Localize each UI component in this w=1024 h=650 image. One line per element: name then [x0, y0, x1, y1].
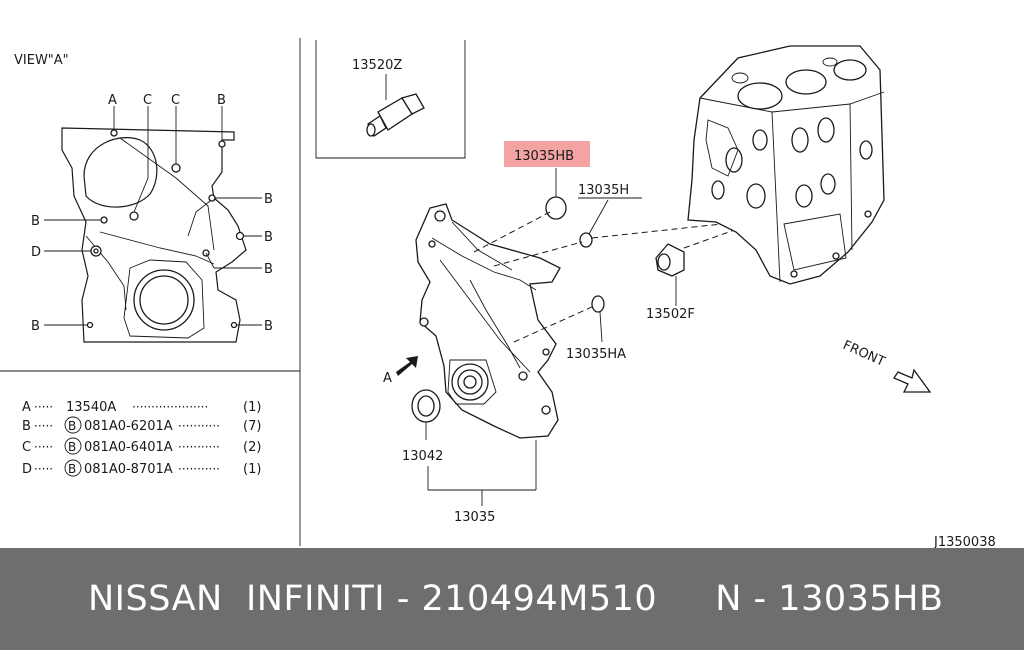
- svg-text:(2): (2): [243, 440, 261, 455]
- view-a-cover-outline: [61, 127, 247, 343]
- svg-text:·····: ·····: [34, 462, 53, 476]
- part-label-13035: 13035: [454, 510, 495, 525]
- engine-block-part: [687, 45, 885, 285]
- legend-row: B ····· B 081A0-6201A ··········· (7): [22, 416, 261, 434]
- bolt-badge-icon: [64, 416, 82, 434]
- highlighted-part-box: [504, 141, 590, 167]
- svg-text:···········: ···········: [178, 462, 220, 476]
- o-ring-13035hb: [545, 168, 567, 220]
- arrow-a-icon: [396, 356, 418, 376]
- view-a-bolt-holes: [86, 129, 245, 329]
- arrow-a-label: A: [383, 371, 392, 386]
- part-label-13520z: 13520Z: [352, 58, 402, 73]
- bolt-badge-icon: [64, 459, 82, 477]
- callout-c-2: C: [171, 93, 180, 108]
- bolt-legend: A ····· 13540A ···················· (1) …: [22, 400, 261, 477]
- svg-text:·····: ·····: [34, 419, 53, 433]
- legend-row: C ····· B 081A0-6401A ··········· (2): [22, 437, 261, 455]
- svg-text:B: B: [22, 419, 31, 434]
- rear-seal-part: 13502F: [646, 243, 695, 322]
- callout-b-right-3: B: [264, 262, 273, 277]
- callout-b-right-2: B: [264, 230, 273, 245]
- assembly-dashed-lines: [473, 211, 741, 343]
- view-a-arrow: A: [383, 356, 418, 386]
- view-a-leaders: [44, 106, 262, 326]
- o-ring-13035h: [579, 199, 609, 248]
- diagram-canvas: VIEW"A": [0, 38, 996, 548]
- part-label-13035ha: 13035HA: [566, 347, 626, 362]
- part-label-13035h: 13035H: [578, 183, 629, 198]
- timing-cover-part: [415, 203, 561, 439]
- front-arrow-icon: [893, 368, 932, 393]
- footer-title: NISSAN INFINITI - 210494M510 N - 13035HB: [88, 579, 944, 619]
- callout-d-left: D: [31, 245, 41, 260]
- svg-text:(1): (1): [243, 462, 261, 477]
- o-ring-13035ha: [591, 295, 605, 343]
- legend-part-d: 081A0-8701A: [84, 462, 173, 477]
- svg-text:D: D: [22, 462, 32, 477]
- part-label-13035hb: 13035HB: [514, 149, 574, 164]
- svg-text:C: C: [22, 440, 31, 455]
- svg-text:·····: ·····: [34, 400, 53, 414]
- legend-part-b: 081A0-6201A: [84, 419, 173, 434]
- svg-text:A: A: [22, 400, 31, 415]
- svg-text:····················: ····················: [132, 400, 208, 414]
- sealant-box: 13520Z: [315, 40, 466, 159]
- svg-text:(7): (7): [243, 419, 261, 434]
- callout-b-right-1: B: [264, 192, 273, 207]
- svg-text:B: B: [68, 440, 76, 454]
- bottom-bracket: 13042 13035: [402, 440, 537, 525]
- callout-b-left-2: B: [31, 319, 40, 334]
- svg-text:·····: ·····: [34, 440, 53, 454]
- view-title: VIEW"A": [14, 53, 69, 68]
- callout-a: A: [108, 93, 117, 108]
- legend-row: A ····· 13540A ···················· (1): [22, 400, 261, 415]
- callout-b-right-4: B: [264, 319, 273, 334]
- bolt-badge-icon: [64, 437, 82, 455]
- part-label-13042: 13042: [402, 449, 443, 464]
- legend-part-c: 081A0-6401A: [84, 440, 173, 455]
- front-label: FRONT: [840, 338, 887, 370]
- svg-text:B: B: [68, 419, 76, 433]
- svg-text:B: B: [68, 462, 76, 476]
- sealant-tube-icon: [366, 93, 425, 137]
- svg-text:(1): (1): [243, 400, 261, 415]
- svg-text:···········: ···········: [178, 440, 220, 454]
- part-number-footer: NISSAN INFINITI - 210494M510 N - 13035HB: [0, 548, 1024, 650]
- callout-b-left-1: B: [31, 214, 40, 229]
- legend-row: D ····· B 081A0-8701A ··········· (1): [22, 459, 261, 477]
- drawing-id: J1350038: [933, 535, 996, 548]
- callout-b-top: B: [217, 93, 226, 108]
- part-label-13502f: 13502F: [646, 307, 695, 322]
- oil-seal-part: [411, 389, 441, 440]
- front-indicator: FRONT: [840, 338, 932, 393]
- legend-part-a: 13540A: [66, 400, 116, 415]
- svg-text:···········: ···········: [178, 419, 220, 433]
- callout-c-1: C: [143, 93, 152, 108]
